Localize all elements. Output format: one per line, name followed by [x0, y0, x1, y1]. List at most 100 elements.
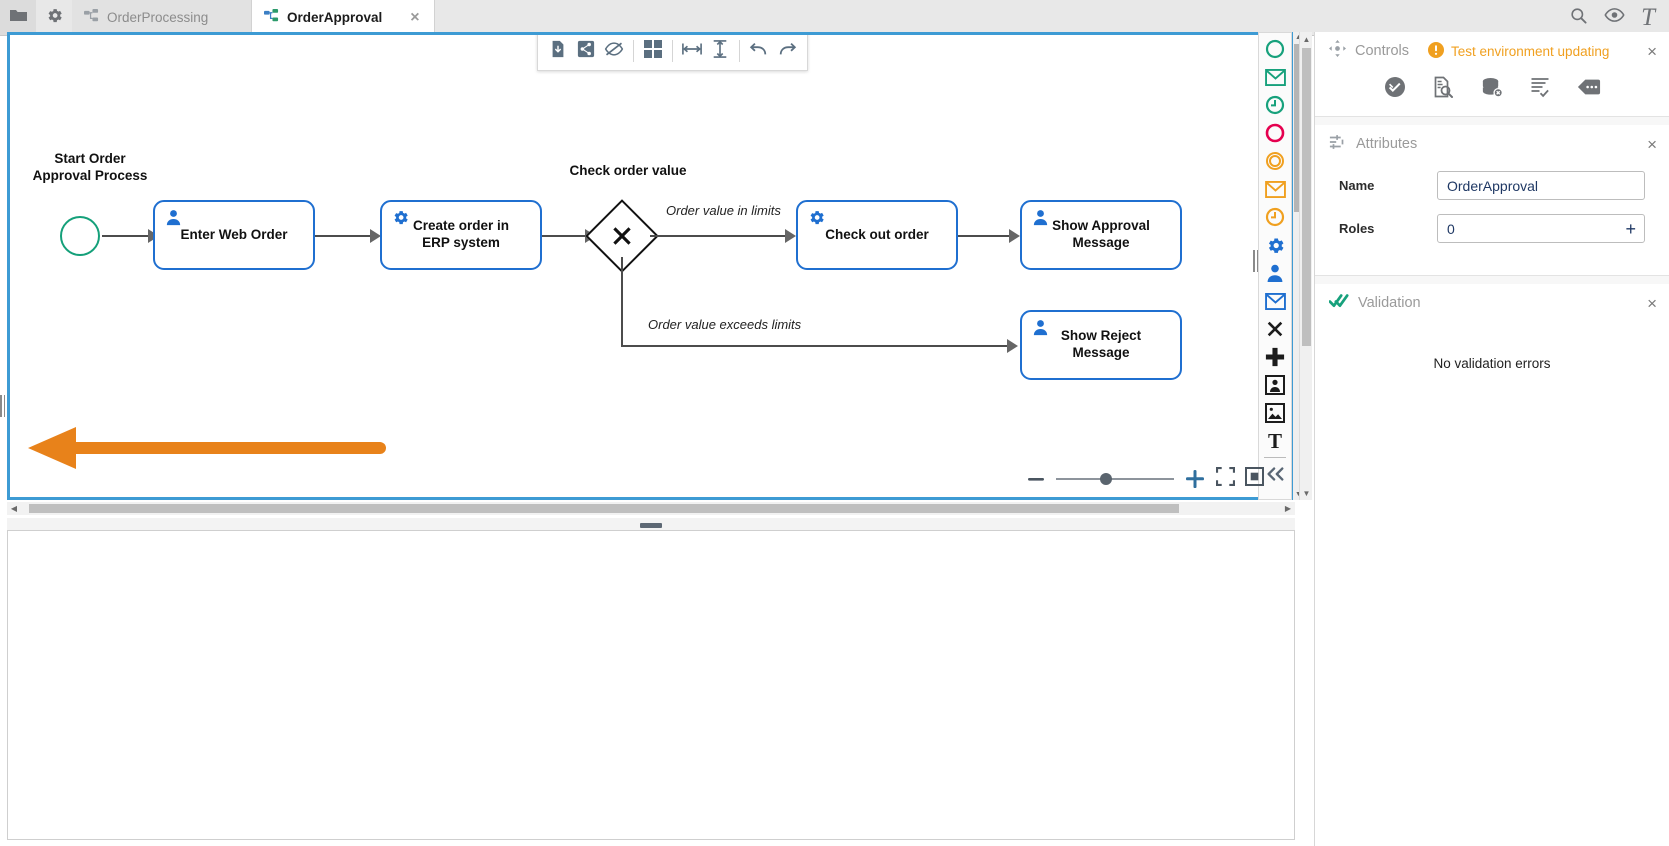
- scroll-up-arrow[interactable]: ▲: [1302, 34, 1311, 44]
- canvas-left-drag-grip[interactable]: [0, 395, 5, 417]
- zoom-in-button[interactable]: [1184, 468, 1206, 490]
- palette-end-event[interactable]: [1260, 119, 1290, 147]
- palette-text-annotation[interactable]: T: [1260, 427, 1290, 455]
- fit-screen-button[interactable]: [1215, 466, 1236, 491]
- undo-button[interactable]: [746, 37, 772, 65]
- folder-icon: [9, 6, 28, 30]
- task-label-line1: Show Approval: [1052, 218, 1150, 234]
- controls-panel-close[interactable]: ×: [1647, 41, 1657, 61]
- palette-start-event[interactable]: [1260, 35, 1290, 63]
- tab-order-approval[interactable]: OrderApproval ×: [252, 0, 435, 35]
- more-options-button[interactable]: [1577, 78, 1601, 96]
- panel-splitter[interactable]: [7, 518, 1295, 532]
- canvas-toolbar: [537, 35, 808, 71]
- name-input[interactable]: OrderApproval: [1437, 171, 1645, 200]
- fit-height-button[interactable]: [707, 37, 733, 65]
- grid-button[interactable]: [640, 37, 666, 65]
- share-button[interactable]: [573, 37, 599, 65]
- task-create-order-erp[interactable]: Create order in ERP system: [380, 200, 542, 270]
- user-task-icon: [163, 208, 183, 228]
- search-icon[interactable]: [1569, 6, 1588, 30]
- fit-width-button[interactable]: [679, 37, 705, 65]
- bottom-editor-panel[interactable]: [7, 530, 1295, 840]
- zoom-out-button[interactable]: [1026, 469, 1046, 489]
- vertical-scroll-thumb[interactable]: [1302, 48, 1311, 346]
- palette-user-task[interactable]: [1260, 259, 1290, 287]
- status-text: Test environment updating: [1451, 43, 1610, 59]
- text-icon[interactable]: T: [1641, 4, 1655, 31]
- gear-icon: [45, 6, 64, 30]
- task-label-line1: Show Reject: [1060, 328, 1142, 344]
- export-button[interactable]: [545, 37, 571, 65]
- controls-panel-header: Controls Test environment updating ×: [1315, 32, 1669, 70]
- microflow-icon: [84, 8, 99, 27]
- palette-parallel-gateway[interactable]: [1260, 343, 1290, 371]
- folder-button[interactable]: [0, 0, 36, 35]
- task-show-approval-message[interactable]: Show Approval Message: [1020, 200, 1182, 270]
- palette-timer-start-event[interactable]: [1260, 91, 1290, 119]
- scroll-down-arrow[interactable]: ▼: [1302, 488, 1311, 498]
- palette-message-intermediate-event[interactable]: [1260, 175, 1290, 203]
- add-role-button[interactable]: +: [1625, 218, 1636, 239]
- palette-scroll-up-arrow[interactable]: ▲: [1293, 32, 1304, 43]
- palette-drag-grip[interactable]: [1253, 250, 1258, 272]
- palette-timer-intermediate-event[interactable]: [1260, 203, 1290, 231]
- palette-send-message-task[interactable]: [1260, 287, 1290, 315]
- attributes-body: Name OrderApproval Roles 0 +: [1315, 163, 1669, 275]
- settings-button[interactable]: [36, 0, 72, 35]
- scroll-left-arrow[interactable]: ◀: [10, 504, 18, 513]
- task-label: Show Approval Message: [1044, 218, 1158, 252]
- toolbar-separator: [739, 40, 740, 62]
- controls-panel: Controls Test environment updating ×: [1315, 32, 1669, 117]
- horizontal-scroll-thumb[interactable]: [29, 504, 1179, 513]
- palette-scrollbar[interactable]: ▲ ▼: [1293, 32, 1304, 500]
- redo-icon: [777, 40, 797, 63]
- palette-collapse-button[interactable]: [1260, 460, 1290, 488]
- palette-intermediate-event[interactable]: [1260, 147, 1290, 175]
- palette-service-task[interactable]: [1260, 231, 1290, 259]
- right-panel-rail: Controls Test environment updating ×: [1314, 32, 1669, 846]
- log-check-button[interactable]: [1529, 76, 1551, 98]
- palette-exclusive-gateway[interactable]: [1260, 315, 1290, 343]
- tab-close-button[interactable]: ×: [410, 8, 420, 26]
- hide-icon: [604, 40, 624, 63]
- task-check-out-order[interactable]: Check out order: [796, 200, 958, 270]
- canvas-horizontal-scrollbar[interactable]: ◀ ▶: [7, 502, 1295, 515]
- hide-button[interactable]: [601, 37, 627, 65]
- sequence-flow-2: [315, 235, 373, 237]
- clear-database-button[interactable]: [1480, 76, 1503, 98]
- validate-button[interactable]: [1384, 76, 1406, 98]
- diagram-canvas[interactable]: Start Order Approval Process Enter Web O…: [7, 32, 1295, 500]
- palette-user-form[interactable]: [1260, 371, 1290, 399]
- redo-button[interactable]: [774, 37, 800, 65]
- roles-input[interactable]: 0: [1437, 214, 1645, 243]
- zoom-slider-handle[interactable]: [1100, 473, 1112, 485]
- start-event-node[interactable]: [60, 216, 100, 256]
- sequence-flow-exceeds-vertical: [621, 257, 623, 347]
- controls-panel-title: Controls: [1355, 43, 1409, 59]
- task-show-reject-message[interactable]: Show Reject Message: [1020, 310, 1182, 380]
- actual-size-button[interactable]: [1244, 466, 1265, 491]
- tab-order-processing[interactable]: OrderProcessing: [72, 0, 252, 35]
- task-enter-web-order[interactable]: Enter Web Order: [153, 200, 315, 270]
- text-annotation-icon: T: [1267, 428, 1282, 453]
- user-task-icon: [1030, 208, 1050, 228]
- attributes-panel-close[interactable]: ×: [1647, 134, 1657, 154]
- zoom-slider[interactable]: [1056, 471, 1174, 487]
- start-caption-line2: Approval Process: [32, 167, 148, 183]
- eye-icon[interactable]: [1604, 7, 1625, 28]
- scroll-right-arrow[interactable]: ▶: [1284, 504, 1292, 513]
- validation-panel-close[interactable]: ×: [1647, 293, 1657, 313]
- palette-scroll-down-arrow[interactable]: ▼: [1293, 489, 1304, 500]
- fit-height-icon: [711, 39, 729, 63]
- canvas-vertical-scrollbar[interactable]: ▲ ▼: [1299, 32, 1312, 500]
- element-palette: T: [1258, 32, 1292, 500]
- flow-arrowhead: [1007, 339, 1018, 353]
- palette-image[interactable]: [1260, 399, 1290, 427]
- inspect-document-button[interactable]: [1432, 76, 1454, 98]
- palette-message-start-event[interactable]: [1260, 63, 1290, 91]
- diagram-surface[interactable]: Start Order Approval Process Enter Web O…: [10, 35, 1292, 497]
- top-tab-bar: OrderProcessing OrderApproval ×: [0, 0, 1669, 36]
- palette-scroll-thumb[interactable]: [1294, 44, 1303, 212]
- flow-label-in-limits: Order value in limits: [666, 203, 781, 218]
